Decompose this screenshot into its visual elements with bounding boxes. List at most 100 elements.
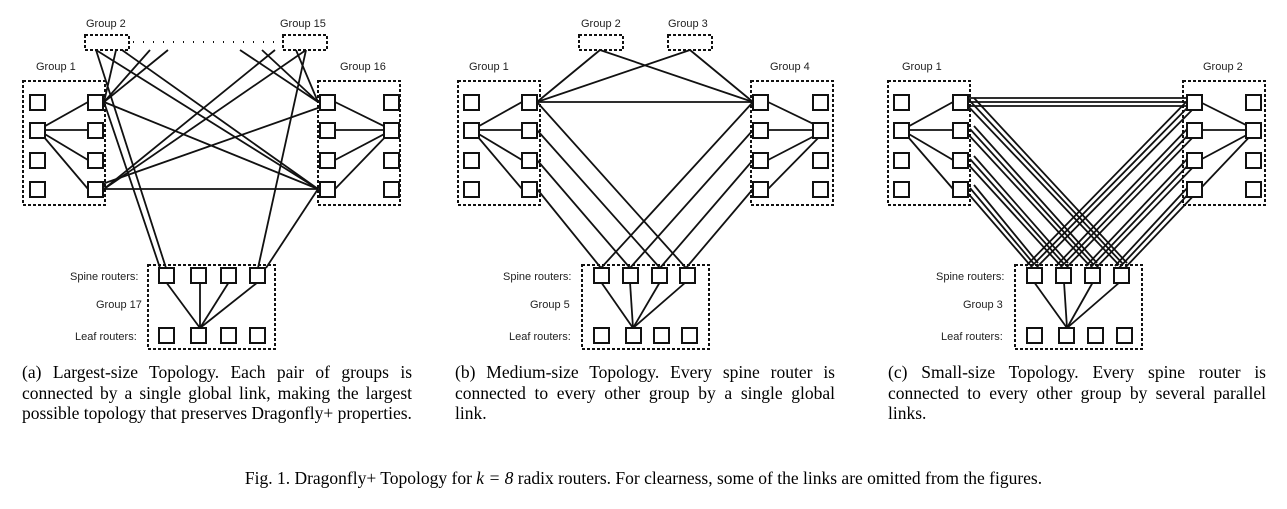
leaf-router [158, 327, 175, 344]
router [812, 94, 829, 111]
group-box-top-right [667, 34, 713, 51]
router [463, 94, 480, 111]
link-line [37, 101, 89, 131]
link-line [1114, 184, 1191, 267]
router [87, 181, 104, 198]
router [463, 152, 480, 169]
figure-caption: Fig. 1. Dragonfly+ Topology for k = 8 ra… [0, 468, 1287, 489]
router [812, 181, 829, 198]
link-line [95, 49, 167, 269]
link-line [1063, 131, 1199, 271]
link-line [199, 281, 230, 329]
group-box-left [887, 80, 971, 206]
router [29, 181, 46, 198]
group-label-left: Group 1 [902, 61, 942, 73]
link-line [1029, 100, 1195, 269]
spine-router [593, 267, 610, 284]
router [521, 122, 538, 139]
link-line [121, 49, 319, 190]
leaf-router [249, 327, 266, 344]
leaf-router [593, 327, 610, 344]
link-line [265, 188, 319, 269]
group-box-right [750, 80, 834, 206]
link-line [969, 187, 1035, 265]
router [752, 152, 769, 169]
spine-router [190, 267, 207, 284]
link-line [901, 129, 954, 161]
link-line [1025, 97, 1191, 267]
group-box-left [22, 80, 106, 206]
link-line [1066, 281, 1094, 329]
panel-a-diagram: Group 1 Group 16 Group 2 Group 15 Spine … [22, 18, 401, 350]
leaf-router [220, 327, 237, 344]
caption-text: Small-size Topology. Every spine router … [888, 362, 1266, 423]
router [952, 122, 969, 139]
router [383, 181, 400, 198]
router [952, 181, 969, 198]
spine-routers-label: Spine routers: [936, 271, 1004, 283]
link-line [1118, 187, 1195, 269]
router [383, 152, 400, 169]
router [87, 122, 104, 139]
leaf-router [1026, 327, 1043, 344]
group-label-bottom: Group 17 [96, 299, 142, 311]
link-line [295, 49, 319, 103]
group-label-top-right: Group 15 [280, 18, 326, 30]
router [893, 94, 910, 111]
leaf-router [681, 327, 698, 344]
spine-routers-label: Spine routers: [70, 271, 138, 283]
router [1186, 122, 1203, 139]
leaf-router [1058, 327, 1075, 344]
link-line [199, 281, 259, 329]
link-line [103, 49, 117, 103]
link-line [239, 49, 319, 103]
link-line [632, 281, 687, 329]
leaf-routers-label: Leaf routers: [75, 331, 137, 343]
router [1186, 94, 1203, 111]
link-line [261, 49, 319, 103]
group-box-bottom [147, 264, 276, 350]
link-line [965, 131, 1090, 266]
link-line [1063, 281, 1068, 329]
router [383, 122, 400, 139]
spine-router [1026, 267, 1043, 284]
group-label-right: Group 4 [770, 61, 810, 73]
link-line [629, 281, 634, 329]
link-line [767, 129, 827, 190]
link-line [37, 129, 89, 190]
group-box-left [457, 80, 541, 206]
link-line [1085, 155, 1191, 267]
caption-text: Medium-size Topology. Every spine router… [455, 362, 835, 423]
link-line [659, 159, 754, 269]
group-label-right: Group 2 [1203, 61, 1243, 73]
group-box-right [1182, 80, 1266, 206]
router [893, 122, 910, 139]
link-line [973, 125, 1098, 264]
link-line [599, 49, 754, 103]
link-line [685, 188, 754, 269]
router [29, 94, 46, 111]
spine-router [158, 267, 175, 284]
router [952, 152, 969, 169]
spine-router [1055, 267, 1072, 284]
router [319, 94, 336, 111]
router [521, 181, 538, 198]
router [893, 152, 910, 169]
group-label-top-left: Group 2 [86, 18, 126, 30]
figure-caption-suffix: radix routers. For clearness, some of th… [517, 468, 1043, 488]
panel-c-caption: (c) Small-size Topology. Every spine rou… [888, 362, 1266, 424]
link-line [536, 159, 631, 269]
link-line [632, 281, 661, 329]
router [29, 152, 46, 169]
link-line [973, 97, 1128, 264]
group-label-top-right: Group 3 [668, 18, 708, 30]
group-label-right: Group 16 [340, 61, 386, 73]
spine-router [1113, 267, 1130, 284]
spine-routers-label: Spine routers: [503, 271, 571, 283]
link-line [689, 49, 754, 103]
link-line [165, 281, 201, 329]
link-line [1089, 158, 1195, 269]
router [1245, 181, 1262, 198]
link-line [257, 49, 307, 269]
leaf-routers-label: Leaf routers: [509, 331, 571, 343]
